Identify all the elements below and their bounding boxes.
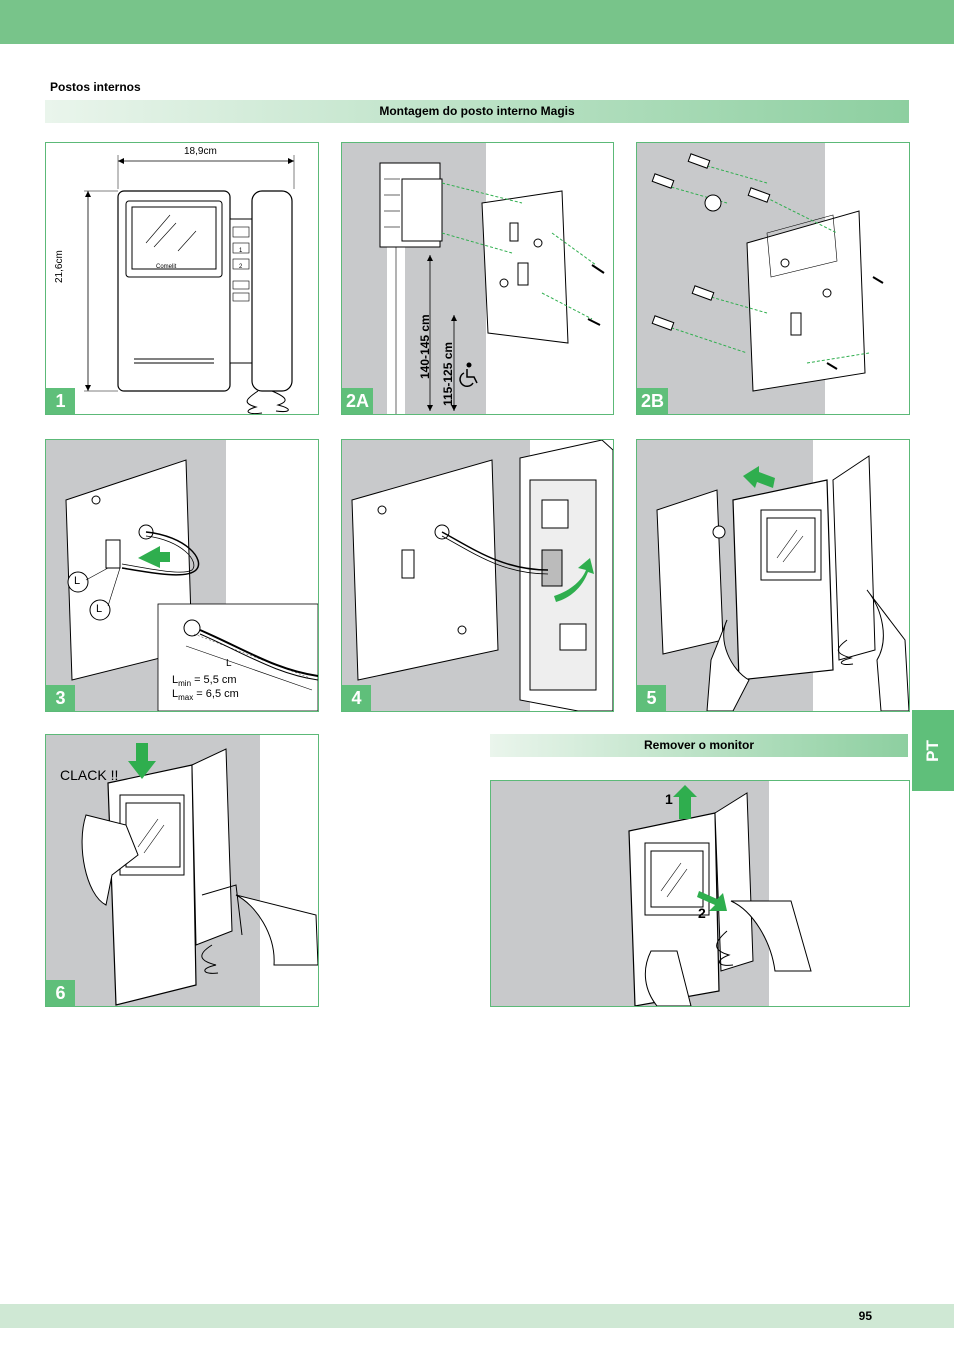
- cable-length-drawing: [46, 440, 318, 711]
- l-dimension-label: L: [226, 658, 232, 669]
- panel-4-connector: 4: [341, 439, 614, 712]
- lmin-value: = 5,5 cm: [191, 674, 237, 686]
- panel-6-clack: CLACK !! 6: [45, 734, 319, 1007]
- height-label-115-125: 115-125 cm: [441, 341, 455, 406]
- lmin-symbol: L: [172, 674, 179, 686]
- page-number: 95: [858, 1309, 872, 1323]
- step-badge-5: 5: [637, 685, 666, 711]
- panel-remove-monitor: 1 2: [490, 780, 910, 1007]
- remove-step-2-label: 2: [698, 905, 706, 921]
- junction-box-drawing: [342, 143, 605, 414]
- panel-1-dimensions: 18,9cm 21,6cm Comelit 1 2 1: [45, 142, 319, 415]
- wall-plug-drawing: [637, 143, 884, 414]
- remove-step-1-label: 1: [665, 791, 673, 807]
- footer-bar: 95: [0, 1304, 954, 1328]
- section-band-mount: Montagem do posto interno Magis: [45, 100, 909, 123]
- width-label: 18,9cm: [184, 146, 217, 157]
- lmin-subscript: min: [178, 679, 192, 689]
- remove-monitor-drawing: [491, 781, 812, 1006]
- monitor-dimension-drawing: [84, 155, 295, 414]
- panel-3-cable-length: L L L Lmin = 5,5 cm Lmax = 6,5 cm 3: [45, 439, 319, 712]
- connector-drawing: [342, 440, 613, 711]
- height-label-140-145: 140-145 cm: [418, 314, 432, 379]
- height-label: 21,6cm: [54, 250, 65, 283]
- button-1-label: 1: [239, 248, 243, 254]
- lmin-line: Lmin = 5,5 cm: [172, 674, 237, 688]
- panel-5-attach-monitor: 5: [636, 439, 910, 712]
- section-title: Postos internos: [50, 80, 141, 94]
- step-badge-1: 1: [46, 388, 75, 414]
- step-badge-6: 6: [46, 980, 75, 1006]
- step-badge-3: 3: [46, 685, 75, 711]
- button-2-label: 2: [239, 264, 243, 270]
- step-badge-4: 4: [342, 685, 371, 711]
- brand-logo-text: Comelit: [156, 264, 177, 270]
- panel-2a-mounting-height: 140-145 cm 115-125 cm 2A: [341, 142, 614, 415]
- step-badge-2a: 2A: [342, 388, 373, 414]
- step-badge-2b: 2B: [637, 388, 668, 414]
- lmax-subscript: max: [178, 693, 194, 703]
- panel-2b-wall-plugs: 2B: [636, 142, 910, 415]
- top-bar: [0, 0, 954, 44]
- l-marker-2: L: [96, 603, 103, 615]
- lmax-symbol: L: [172, 688, 179, 700]
- section-band-remove: Remover o monitor: [490, 734, 908, 757]
- l-marker-1: L: [74, 575, 81, 587]
- attach-monitor-drawing: [637, 440, 909, 711]
- lmax-line: Lmax = 6,5 cm: [172, 688, 239, 702]
- clack-drawing: [46, 735, 318, 1006]
- clack-label: CLACK !!: [60, 767, 119, 783]
- lmax-value: = 6,5 cm: [193, 688, 239, 700]
- language-tab-pt[interactable]: PT: [912, 710, 954, 791]
